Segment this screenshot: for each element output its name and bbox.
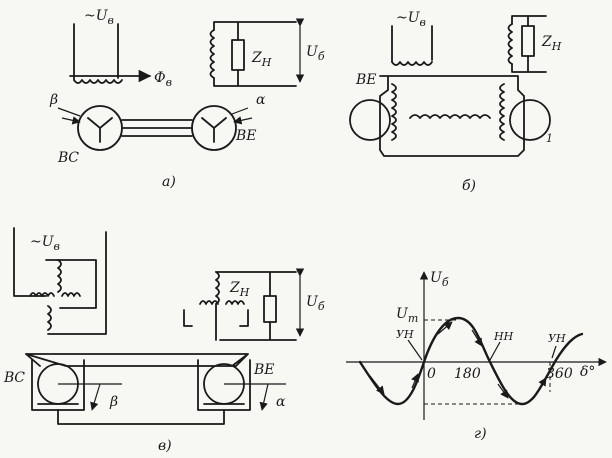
panel-d-arrow-2 <box>411 373 419 389</box>
panel-c-load-coil-a <box>215 271 220 305</box>
panel-a-excitation-coil <box>73 79 123 84</box>
panel-d-sine-curve <box>358 316 584 406</box>
panel-b-load-wires <box>511 15 547 73</box>
panel-a-load-label: ZН <box>251 50 272 69</box>
panel-b-rotor-right <box>509 99 551 141</box>
panel-c-bottom-wire <box>57 409 225 425</box>
panel-a: ~Uв Фв β α ВС ВЕ ZН Uб а) <box>49 8 325 190</box>
panel-d-arrow-4 <box>471 329 483 347</box>
panel-c-output-label: Uб <box>306 294 325 313</box>
panel-b-stator-coil-right <box>499 83 505 141</box>
panel-a-right-machine: ВЕ <box>235 128 257 144</box>
panel-c-load-resistor <box>263 295 277 323</box>
panel-b-stator-coil-left <box>391 83 397 141</box>
panel-d-stable-label-2: УН <box>548 332 566 345</box>
panel-b-rotor-left <box>349 99 391 141</box>
panel-a-load-resistor <box>231 39 245 71</box>
panel-b-supply-label: ~Uв <box>396 10 426 29</box>
panel-a-load-coil <box>209 29 215 79</box>
panel-c-load-coil-b <box>199 300 245 305</box>
panel-b-caption: б) <box>462 178 476 194</box>
panel-d-stable-label-1: УН <box>396 328 414 341</box>
panel-a-receiver-wye <box>201 117 227 143</box>
panel-c-angle-left: β <box>109 394 118 410</box>
panel-a-caption: а) <box>162 174 176 190</box>
panel-a-transmitter-wye <box>87 117 113 143</box>
panel-c-excitation-box <box>45 259 97 309</box>
panel-b-machine-label: ВЕ <box>355 72 377 88</box>
panel-d-x-axis-label: δ° <box>580 364 595 380</box>
panel-b-numeral: 1 <box>546 132 553 145</box>
panel-c-right-machine: ВЕ <box>253 362 275 378</box>
panel-d-tick-0: 0 <box>427 366 436 382</box>
panel-b: ~Uв ZН ВЕ 1 б) <box>349 10 562 194</box>
panel-c-coil-3 <box>47 305 52 331</box>
panel-d-y-axis-label: Uб <box>430 270 449 289</box>
panel-a-output-label: Uб <box>306 44 325 63</box>
panel-d-leader-hh <box>489 341 501 361</box>
panel-a-supply-label: ~Uв <box>84 8 114 27</box>
panel-a-link-lines <box>121 119 193 137</box>
panel-b-frame <box>379 75 525 157</box>
panel-d-caption: г) <box>474 426 487 442</box>
panel-d-leader-uh2 <box>551 345 557 359</box>
panel-d: Uб Um УН НН УН 0 180 360 δ° г) <box>346 270 607 442</box>
panel-a-angle-arrows-right <box>232 107 253 122</box>
panel-a-left-machine: ВС <box>57 150 79 166</box>
panel-c-load-frame <box>215 271 297 341</box>
panel-d-arrow-6 <box>535 377 547 395</box>
panel-a-flux-label: Фв <box>154 70 172 89</box>
panel-c-caption: в) <box>158 438 172 454</box>
panel-d-tick-360: 360 <box>546 366 573 382</box>
panel-c-coil-2 <box>57 259 62 293</box>
panel-b-load-coil <box>507 23 513 65</box>
panel-a-angle-arrows-left <box>57 107 80 122</box>
panel-c-load-label: ZН <box>229 280 250 299</box>
panel-a-angle-left: β <box>49 92 58 108</box>
panel-c: ~Uв ZН Uб ВС ВЕ β α в) <box>3 227 325 454</box>
panel-c-angle-right: α <box>276 394 286 410</box>
panel-c-supply-label: ~Uв <box>30 234 60 253</box>
panel-a-load-wires <box>213 21 297 87</box>
panel-d-amplitude-label: Um <box>396 306 418 325</box>
panel-c-left-machine: ВС <box>3 370 25 386</box>
panel-b-load-label: ZН <box>541 34 562 53</box>
panel-c-angle-arrow-left <box>90 383 101 411</box>
panel-c-coil-4 <box>61 292 81 297</box>
panel-c-coil-1 <box>29 292 55 297</box>
panel-c-stator-right <box>197 359 251 411</box>
panel-d-unstable-label: НН <box>493 330 514 343</box>
panel-c-load-legs <box>183 303 249 341</box>
panel-c-link-bar <box>25 353 249 367</box>
panel-d-arrow-5 <box>497 383 509 399</box>
panel-d-leader-uh1 <box>407 339 423 361</box>
panel-b-center-coil <box>409 114 491 119</box>
panel-c-stator-left <box>31 359 85 411</box>
panel-c-angle-arrow-right <box>259 383 269 411</box>
panel-d-arrow-3 <box>437 321 453 335</box>
panel-b-excitation-coil <box>391 61 433 66</box>
panel-b-load-resistor <box>521 25 535 57</box>
panel-a-angle-right: α <box>256 92 266 108</box>
panel-d-tick-180: 180 <box>454 366 481 382</box>
panel-d-arrow-1 <box>369 375 385 395</box>
